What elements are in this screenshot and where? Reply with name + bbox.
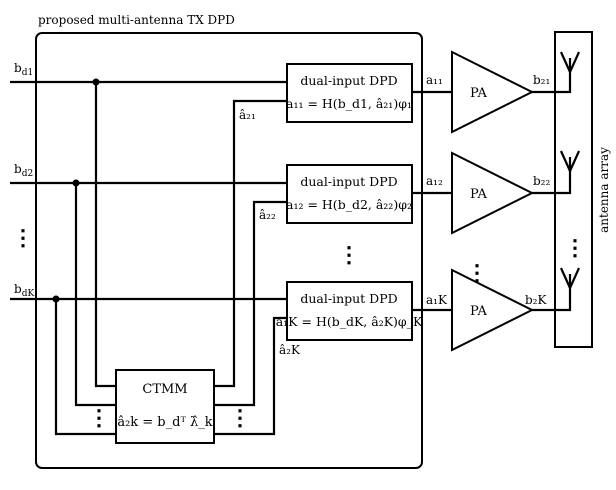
ctmm-output-ellipsis: ⋮ <box>229 405 251 431</box>
dpd-title-k: dual-input DPD <box>300 291 397 306</box>
dpd-ellipsis: ⋮ <box>338 242 360 268</box>
antenna-array-box <box>554 31 593 348</box>
dpd-title-1: dual-input DPD <box>300 73 397 88</box>
dpd-eq-2: a₁₂ = H(b_d2, â₂₂)φ₂ <box>286 197 412 212</box>
pa-k: PA <box>451 268 535 352</box>
antenna-array-label: antenna array <box>597 147 611 233</box>
antenna-icon <box>559 267 581 289</box>
ctmm-eq: â₂k = b_dᵀ λ̂_k <box>117 415 212 430</box>
pa-output-label-2: b₂₂ <box>533 174 550 188</box>
dpd-output-label-1: a₁₁ <box>426 73 443 87</box>
ctmm-title: CTMM <box>142 382 187 397</box>
feedback-label-1: â₂₁ <box>239 108 256 122</box>
pa-output-label-k: b₂K <box>525 293 547 307</box>
diagram-title: proposed multi-antenna TX DPD <box>38 13 235 27</box>
input-ellipsis: ⋮ <box>12 225 34 251</box>
dpd-eq-k: a₁K = H(b_dK, â₂K)φ_K <box>276 314 423 329</box>
pa-label-k: PA <box>470 304 488 319</box>
dpd-output-label-k: a₁K <box>426 293 448 307</box>
pa-links <box>412 72 572 312</box>
ctmm-input-ellipsis: ⋮ <box>88 405 110 431</box>
dpd-block-k: dual-input DPD a₁K = H(b_dK, â₂K)φ_K <box>276 281 423 341</box>
pa-1: PA <box>451 50 535 134</box>
dpd-output-label-2: a₁₂ <box>426 174 443 188</box>
dpd-title-2: dual-input DPD <box>300 174 397 189</box>
ctmm-block: CTMM â₂k = b_dᵀ λ̂_k <box>115 369 215 444</box>
antenna-icon <box>559 51 581 73</box>
dpd-block-1: dual-input DPD a₁₁ = H(b_d1, â₂₁)φ₁ <box>286 63 413 123</box>
input-lines <box>10 80 287 436</box>
pa-label-1: PA <box>470 86 488 101</box>
input-label-k: bdK <box>14 282 34 299</box>
pa-2: PA <box>451 151 535 235</box>
input-label-2: bd2 <box>14 162 33 179</box>
pa-label-2: PA <box>470 187 488 202</box>
antenna-icons <box>559 51 581 289</box>
input-label-1: bd1 <box>14 61 33 78</box>
dpd-enclosure <box>35 32 423 469</box>
junction-dots <box>52 78 100 303</box>
dpd-eq-1: a₁₁ = H(b_d1, â₂₁)φ₁ <box>286 96 412 111</box>
pa-output-label-1: b₂₁ <box>533 73 550 87</box>
antenna-icon <box>559 150 581 172</box>
feedback-label-2: â₂₂ <box>259 208 276 222</box>
antenna-ellipsis: ⋮ <box>564 235 586 261</box>
dpd-block-2: dual-input DPD a₁₂ = H(b_d2, â₂₂)φ₂ <box>286 164 413 224</box>
feedback-label-k: â₂K <box>279 343 301 357</box>
